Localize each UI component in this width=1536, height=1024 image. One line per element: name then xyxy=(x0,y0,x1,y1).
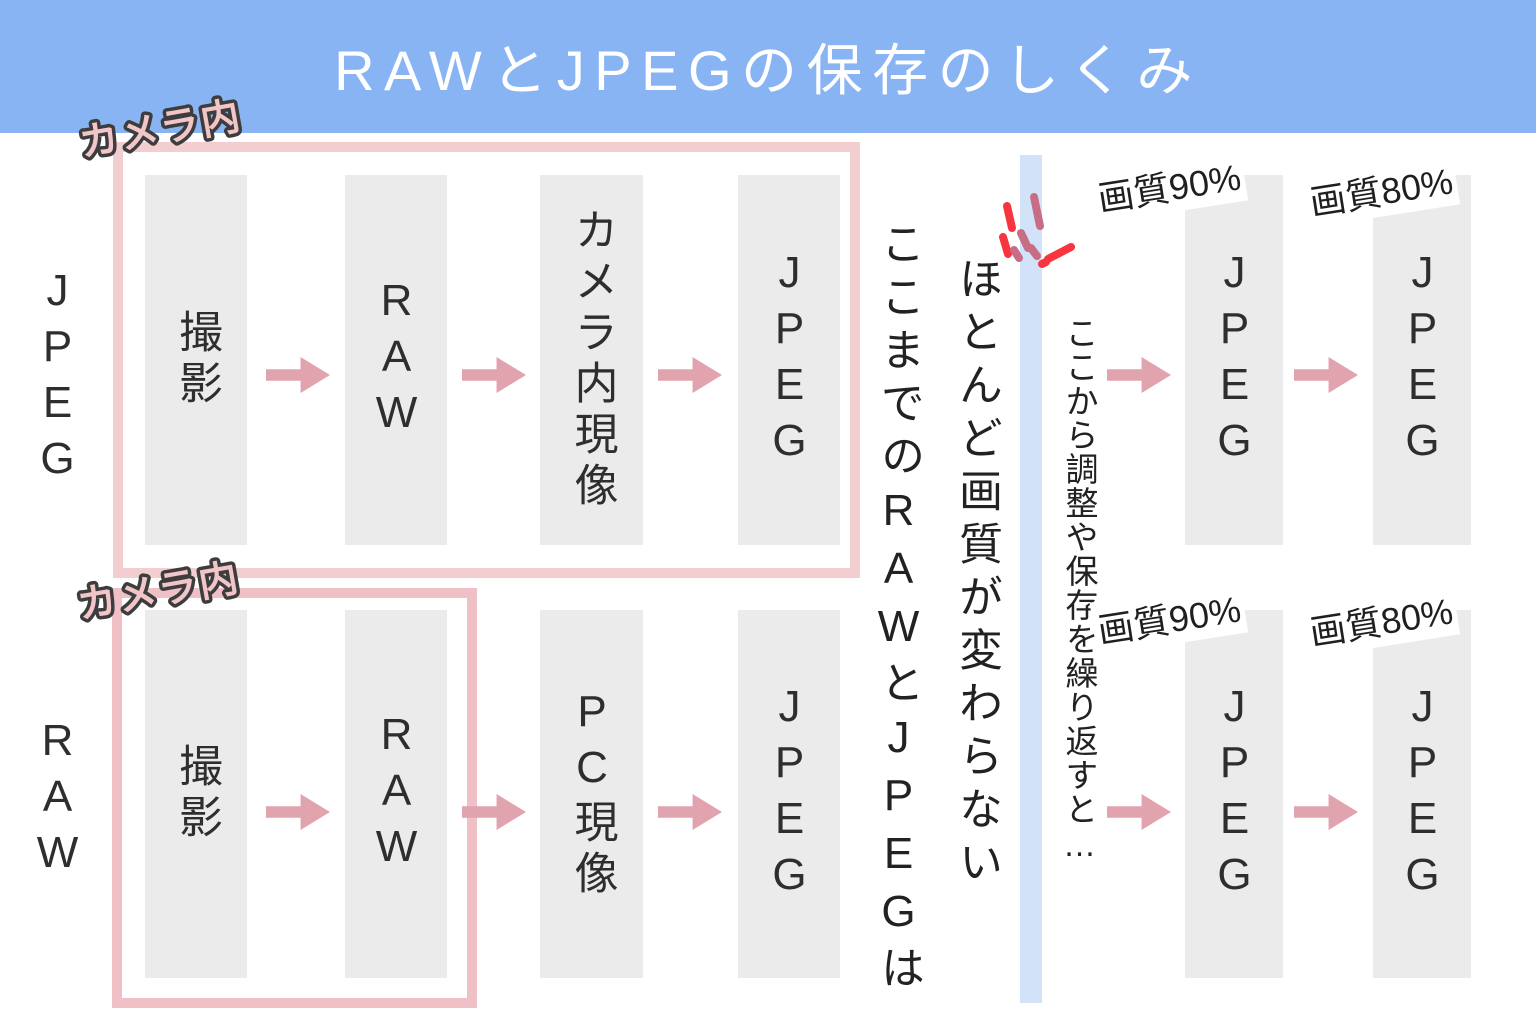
column-jpeg-q90-row1: JPEG xyxy=(1185,175,1283,545)
middle-note-primary: ここまでのRAWとJPEGは xyxy=(874,221,923,998)
column-jpeg-row1: JPEG xyxy=(738,175,840,545)
header-bar: RAWとJPEGの保存のしくみ xyxy=(0,0,1536,133)
column-label: 撮影 xyxy=(172,309,221,411)
column-label: JPEG xyxy=(765,248,814,472)
column-jpeg-row2: JPEG xyxy=(738,610,840,978)
column-jpeg-q80-row2: JPEG xyxy=(1373,610,1471,978)
column-label: 撮影 xyxy=(172,743,221,845)
column-label: JPEG xyxy=(1210,682,1259,906)
camera-box-raw-row xyxy=(112,588,477,1008)
column-pc-develop-row2: PC現像 xyxy=(540,610,643,978)
column-label: RAW xyxy=(372,710,421,878)
column-label: JPEG xyxy=(765,682,814,906)
arrow-right-icon xyxy=(1294,357,1358,393)
column-raw-row2: RAW xyxy=(345,610,447,978)
arrow-right-icon xyxy=(1107,357,1171,393)
column-jpeg-q80-row1: JPEG xyxy=(1373,175,1471,545)
column-label: RAW xyxy=(372,276,421,444)
column-label: JPEG xyxy=(1398,682,1447,906)
column-label: PC現像 xyxy=(567,687,617,901)
column-raw-row1: RAW xyxy=(345,175,447,545)
column-label: カメラ内現像 xyxy=(567,207,617,513)
column-label: JPEG xyxy=(1398,248,1447,472)
arrow-right-icon xyxy=(1107,794,1171,830)
column-shoot-row1: 撮影 xyxy=(145,175,247,545)
column-shoot-row2: 撮影 xyxy=(145,610,247,978)
row-label-raw: RAW xyxy=(33,716,82,884)
column-incamera-develop-row1: カメラ内現像 xyxy=(540,175,643,545)
right-note: ここから調整や保存を繰り返すと… xyxy=(1061,316,1098,864)
page-title: RAWとJPEGの保存のしくみ xyxy=(334,39,1202,102)
camera-box-jpeg-row xyxy=(113,142,860,578)
arrow-right-icon xyxy=(658,794,722,830)
column-label: JPEG xyxy=(1210,248,1259,472)
burst-icon xyxy=(999,193,1075,268)
middle-note-secondary: ほとんど画質が変わらない xyxy=(952,256,1001,892)
row-label-jpeg: JPEG xyxy=(33,266,82,490)
column-jpeg-q90-row2: JPEG xyxy=(1185,610,1283,978)
divider-bar xyxy=(1020,155,1042,1003)
arrow-right-icon xyxy=(1294,794,1358,830)
